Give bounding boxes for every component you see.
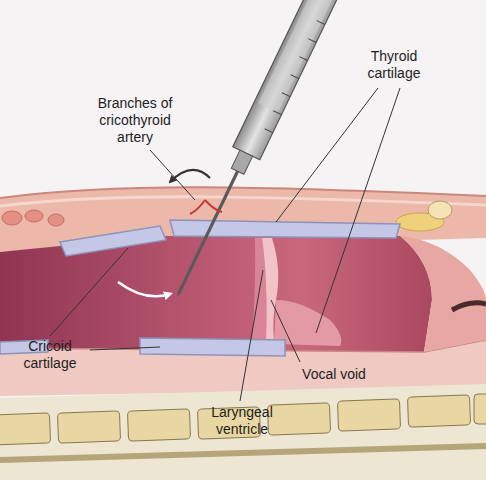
prevertebral-tissue xyxy=(0,384,486,480)
vertebrae xyxy=(0,394,486,460)
epiglottis-edge xyxy=(452,303,486,310)
curved-arrow xyxy=(170,170,210,182)
hyoid-bone xyxy=(428,201,452,219)
part-label: Vocal void xyxy=(292,366,376,383)
vocal-cord-bulge xyxy=(274,300,341,346)
leader-lines xyxy=(50,88,400,401)
fat-lobules xyxy=(2,210,64,226)
needle-direction-arrow xyxy=(118,282,170,296)
cricoid-cartilage-anterior xyxy=(60,226,166,256)
part-label: Branches of cricothyroid artery xyxy=(80,95,190,146)
part-label: Thyroid cartilage xyxy=(348,48,440,82)
part-label: Cricoid cartilage xyxy=(8,338,92,372)
cricothyroid-artery xyxy=(190,200,222,214)
skin-layer xyxy=(0,197,486,206)
cricoid-cartilage-posterior xyxy=(140,338,285,356)
thyroid-cartilage xyxy=(170,220,400,238)
syringe xyxy=(164,0,347,303)
pharynx xyxy=(400,236,486,352)
part-label: Laryngeal ventricle xyxy=(196,404,288,438)
